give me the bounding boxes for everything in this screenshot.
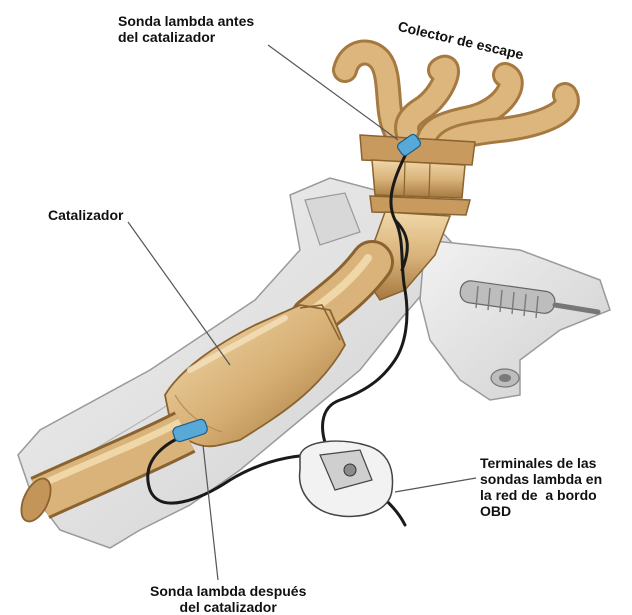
- leader-obd: [395, 478, 476, 492]
- obd-connector: [300, 441, 393, 516]
- engine-mount-bracket: [420, 240, 610, 400]
- label-upstream-lambda-sensor: Sonda lambda antes del catalizador: [118, 13, 254, 45]
- label-upstream-line-1: Sonda lambda antes: [118, 13, 254, 29]
- label-upstream-line-2: del catalizador: [118, 29, 254, 45]
- label-obd-line-4: OBD: [480, 503, 602, 519]
- label-downstream-line-1: Sonda lambda después: [150, 583, 306, 599]
- label-obd-line-1: Terminales de las: [480, 455, 602, 471]
- label-obd-line-2: sondas lambda en: [480, 471, 602, 487]
- label-obd-terminals: Terminales de las sondas lambda en la re…: [480, 455, 602, 519]
- leader-catalyst: [128, 222, 230, 365]
- label-downstream-line-2: del catalizador: [150, 599, 306, 615]
- label-downstream-lambda-sensor: Sonda lambda después del catalizador: [150, 583, 306, 615]
- label-obd-line-3: la red de a bordo: [480, 487, 602, 503]
- label-catalytic-converter: Catalizador: [48, 207, 123, 223]
